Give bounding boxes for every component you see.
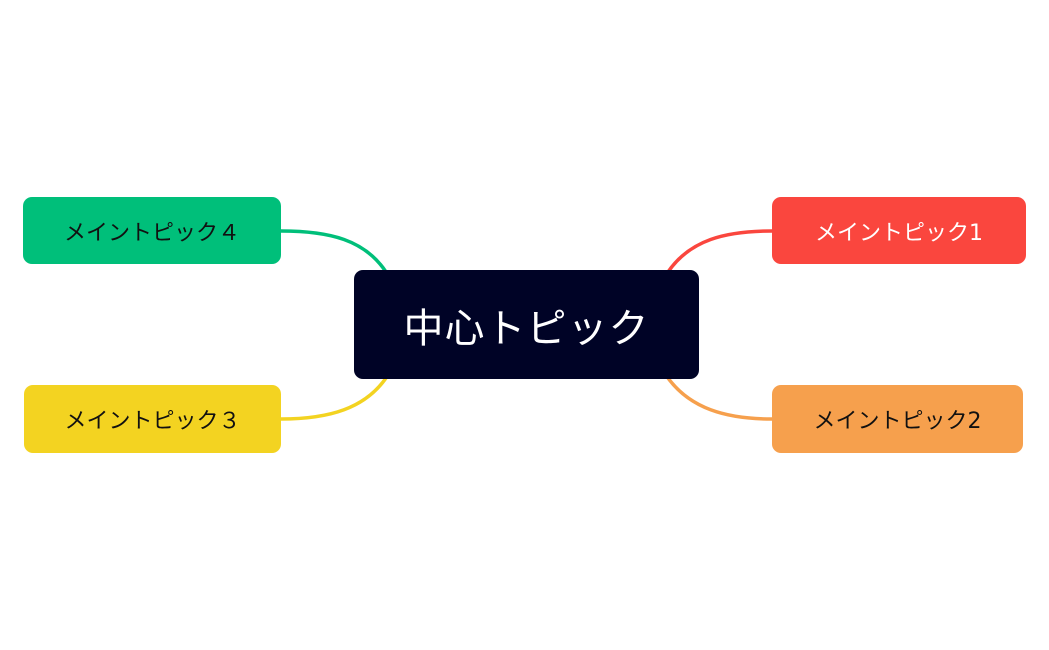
central-topic-node[interactable]: 中心トピック bbox=[354, 270, 699, 379]
main-topic-2-label: メイントピック2 bbox=[813, 409, 982, 434]
connector-topic-1 bbox=[666, 229, 774, 274]
central-topic-label: 中心トピック bbox=[403, 305, 650, 352]
main-topic-2-node[interactable]: メイントピック2 bbox=[772, 385, 1023, 453]
main-topic-3-node[interactable]: メイントピック３ bbox=[24, 385, 281, 453]
connector-topic-4 bbox=[279, 229, 388, 274]
main-topic-1-node[interactable]: メイントピック1 bbox=[772, 197, 1026, 264]
connector-topic-2 bbox=[666, 376, 774, 421]
main-topic-4-node[interactable]: メイントピック４ bbox=[23, 197, 281, 264]
main-topic-1-label: メイントピック1 bbox=[815, 220, 983, 246]
main-topic-4-label: メイントピック４ bbox=[63, 220, 240, 246]
main-topic-3-label: メイントピック３ bbox=[64, 409, 241, 434]
connector-topic-3 bbox=[279, 376, 388, 421]
